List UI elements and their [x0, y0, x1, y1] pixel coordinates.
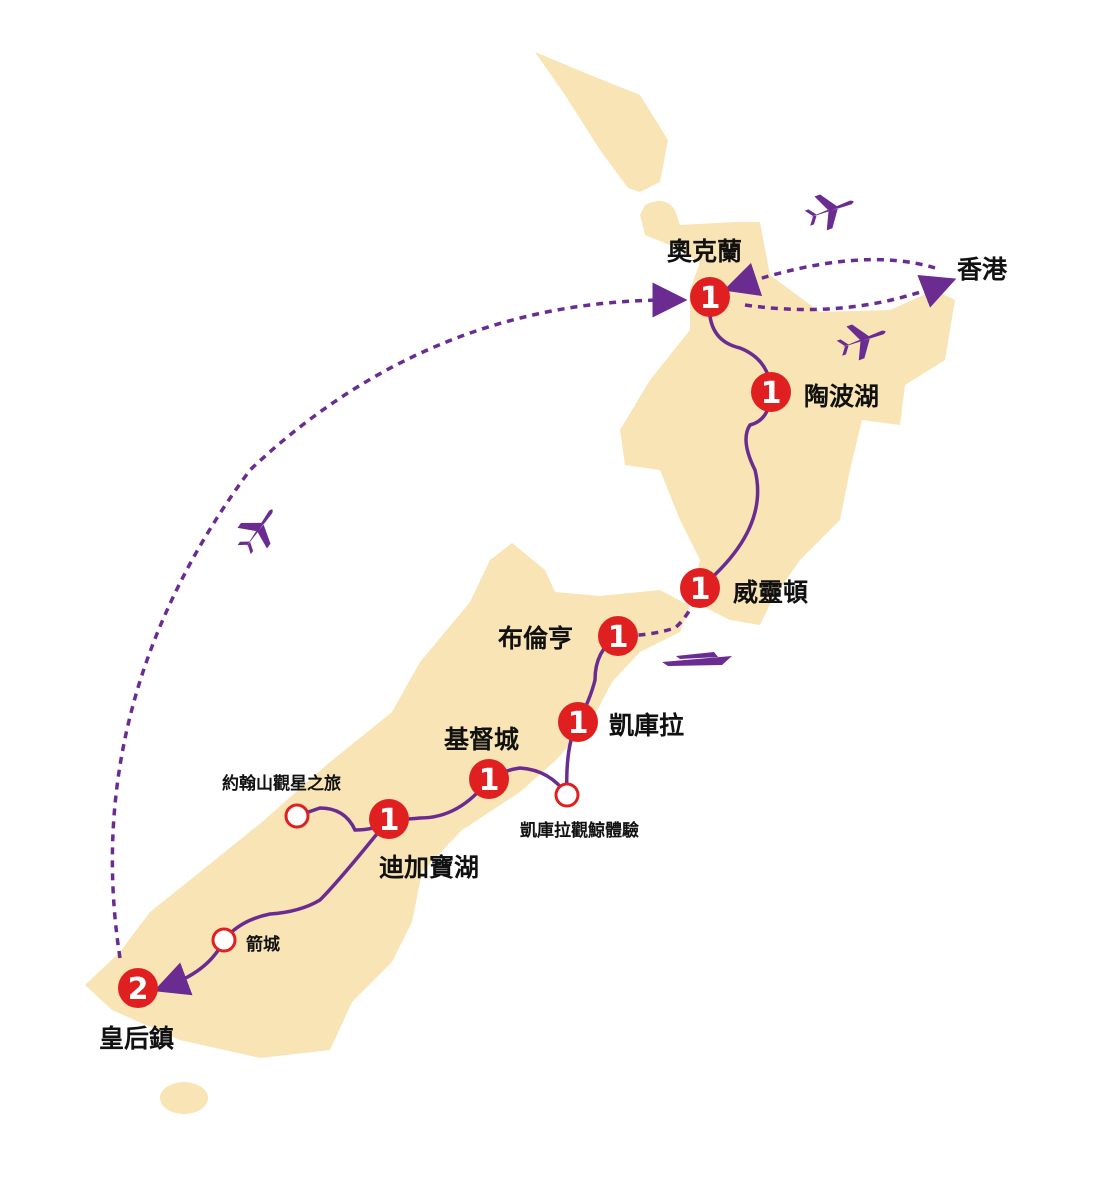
label-auckland: 奧克蘭 [667, 237, 743, 266]
waypoint-marker-mtjohn [284, 803, 310, 829]
stop-marker-blenheim: 1 [598, 616, 638, 656]
north-island [535, 52, 955, 625]
label-whale-watch: 凱庫拉觀鯨體驗 [520, 821, 639, 841]
stop-marker-kaikoura: 1 [558, 702, 598, 742]
nights-count: 2 [128, 972, 149, 1007]
waypoint-marker-whale [554, 782, 580, 808]
label-mtjohn: 約翰山觀星之旅 [222, 774, 341, 794]
label-kaikoura: 凱庫拉 [609, 711, 685, 740]
nights-count: 1 [379, 803, 400, 838]
route-flight-inbound [744, 275, 957, 312]
stop-marker-queenstown: 2 [118, 968, 158, 1008]
stop-marker-christchurch: 1 [469, 759, 509, 799]
label-taupo: 陶波湖 [804, 382, 880, 411]
nights-count: 1 [608, 620, 629, 655]
stop-marker-taupo: 1 [751, 372, 791, 412]
stop-marker-wellington: 1 [680, 568, 720, 608]
label-wellington: 威靈頓 [733, 578, 809, 607]
nights-count: 1 [690, 572, 711, 607]
label-queenstown: 皇后鎮 [99, 1024, 175, 1053]
route-flight-outbound [723, 257, 936, 297]
nights-count: 1 [568, 706, 589, 741]
label-blenheim: 布倫亨 [498, 624, 574, 653]
label-hong-kong: 香港 [957, 255, 1008, 284]
stewart-island [160, 1082, 208, 1114]
label-tekapo: 迪加寶湖 [379, 853, 480, 882]
nights-count: 1 [479, 763, 500, 798]
nights-count: 1 [761, 376, 782, 411]
ferry-icon [662, 652, 732, 666]
airplane-icon [804, 194, 854, 231]
label-arrowtown: 箭城 [246, 935, 280, 955]
nights-count: 1 [700, 281, 721, 316]
airplane-icon [836, 324, 886, 361]
stop-marker-tekapo: 1 [369, 799, 409, 839]
label-christchurch: 基督城 [444, 725, 520, 754]
route-solid-north [698, 296, 773, 590]
stop-marker-auckland: 1 [690, 277, 730, 317]
airplane-icon [237, 509, 273, 555]
waypoint-marker-arrowtown [211, 927, 237, 953]
